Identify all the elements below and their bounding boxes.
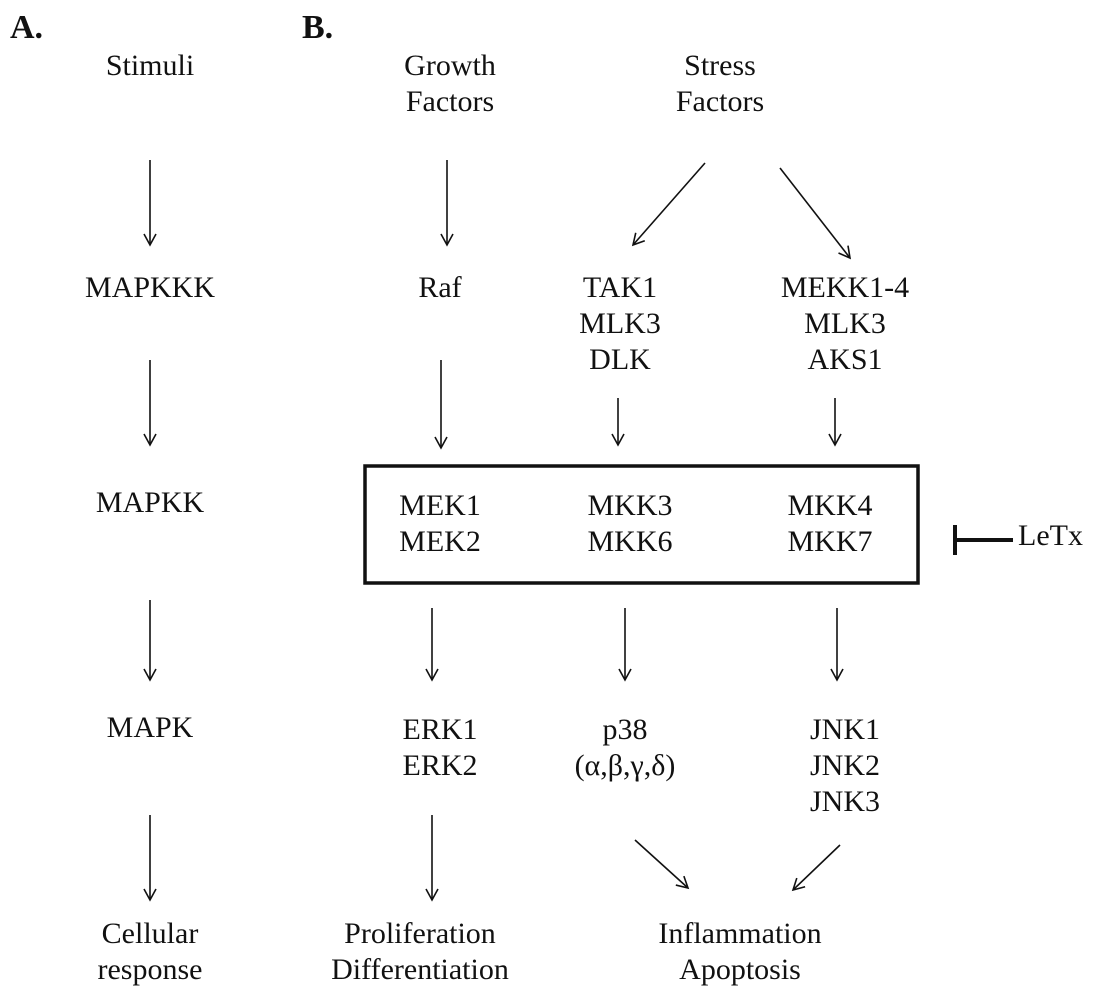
node-letx: LeTx xyxy=(1018,519,1083,552)
arrow-stress-tak xyxy=(631,162,706,247)
arrow-p38-outcome xyxy=(634,839,690,890)
node-stimuli: Stimuli xyxy=(105,49,195,82)
arrow-jnk-outcome xyxy=(791,844,841,892)
node-p38-group: p38(α,β,γ,δ) xyxy=(574,713,676,782)
node-raf: Raf xyxy=(418,271,462,304)
node-mapk: MAPK xyxy=(106,711,194,744)
panel-a-label: A. xyxy=(10,9,44,46)
mapkk-box xyxy=(363,464,920,585)
node-mapkkk: MAPKKK xyxy=(84,271,216,304)
node-mapkk: MAPKK xyxy=(95,486,205,519)
arrow-stress-mekk xyxy=(779,167,852,260)
panel-b-label: B. xyxy=(302,9,334,46)
